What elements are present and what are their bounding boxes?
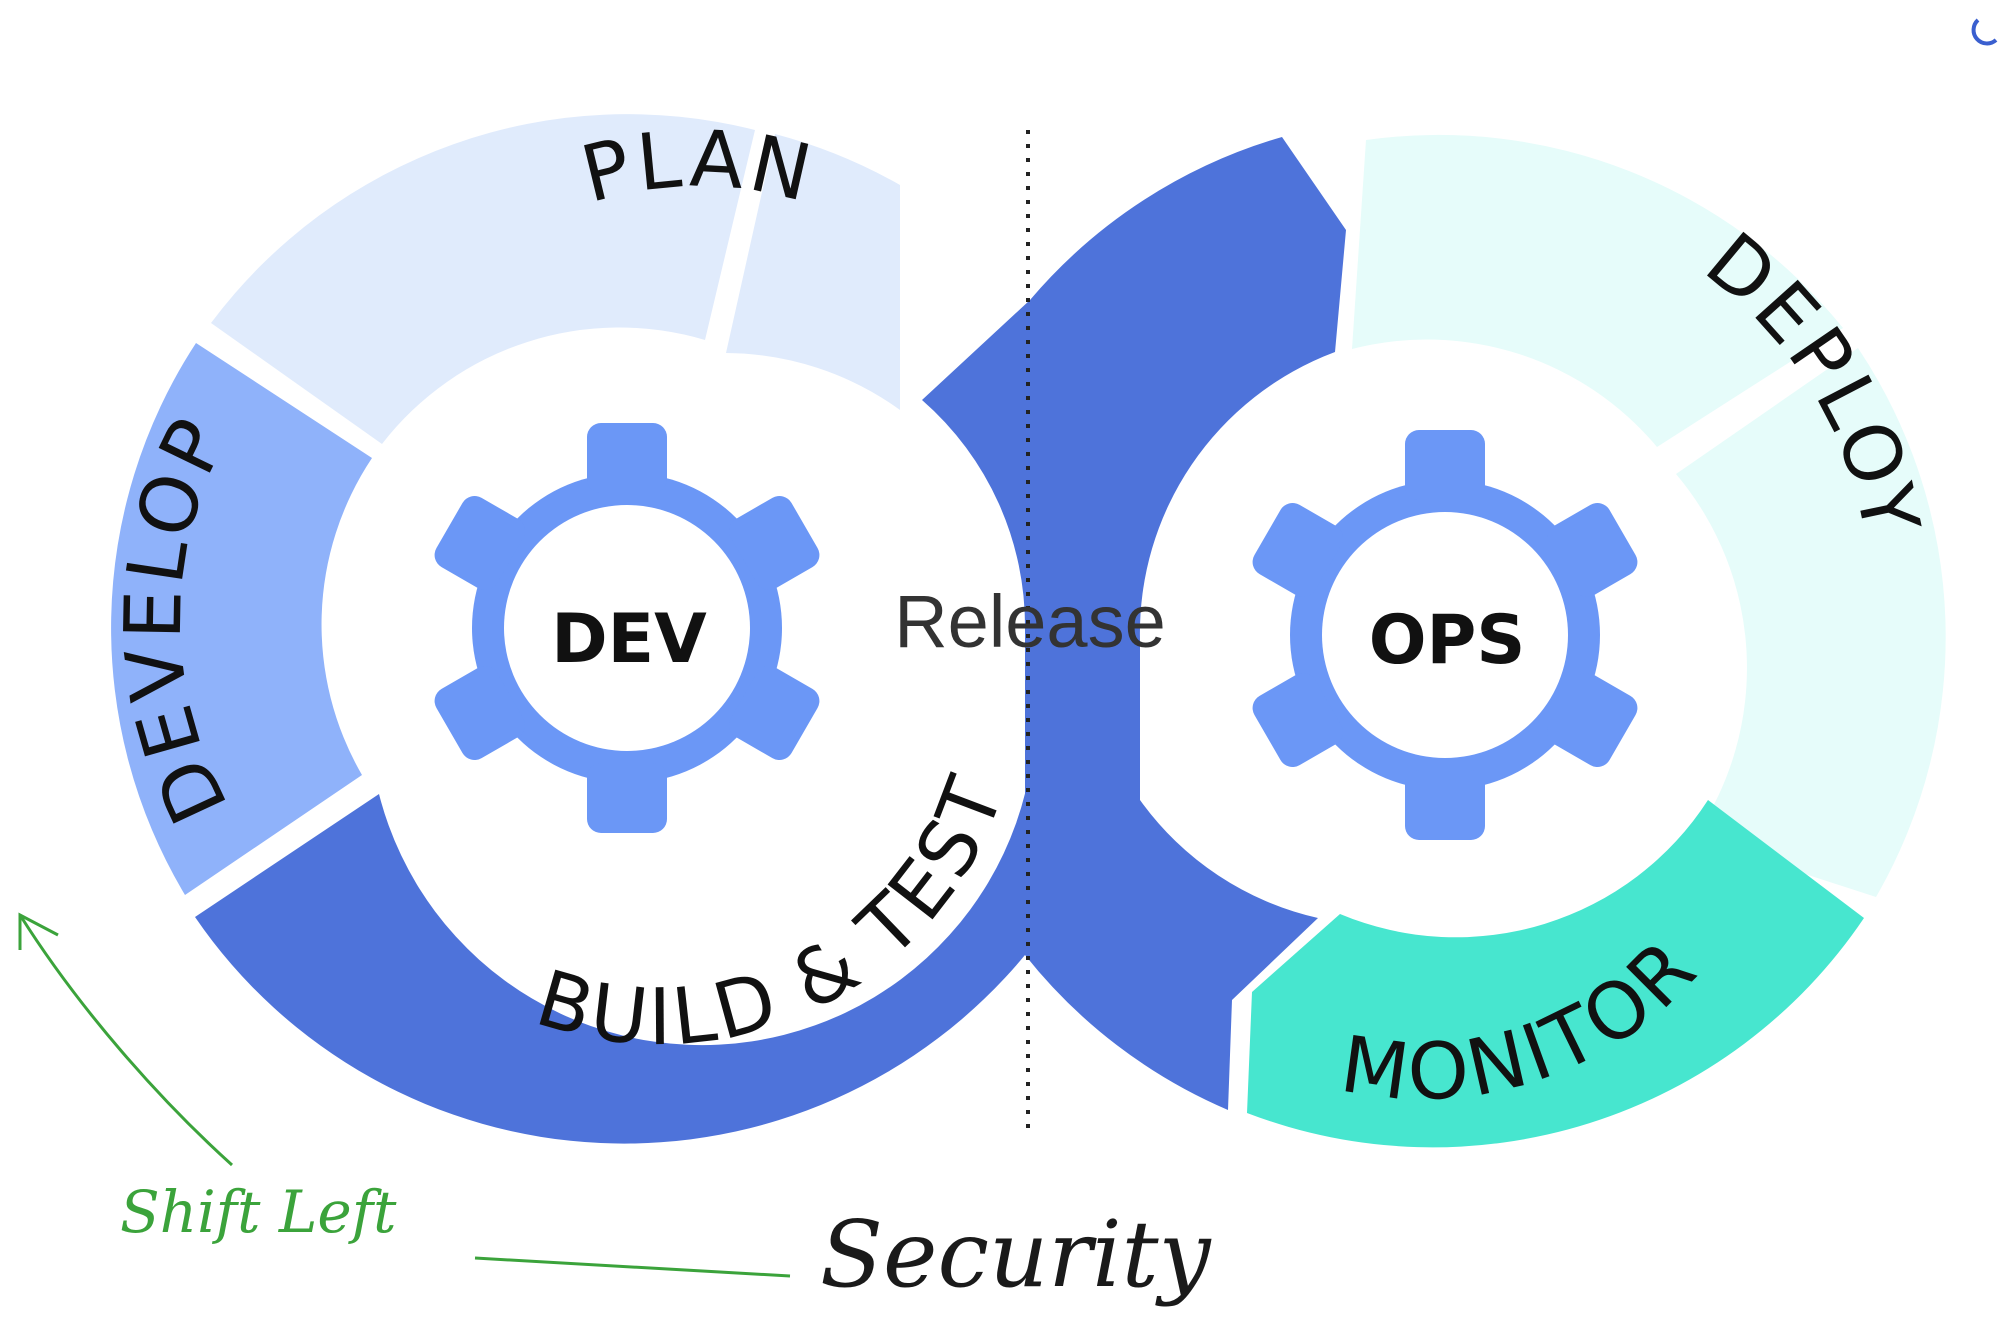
- ops-hub-label: OPS: [1369, 601, 1526, 680]
- plan-segment-right: [726, 134, 900, 410]
- release-label: Release: [894, 580, 1166, 663]
- dev-loop: [111, 114, 1346, 1144]
- plan-label: PLAN: [573, 114, 822, 220]
- shift-left-arrow: [18, 914, 234, 1167]
- shift-left-arrowhead-icon: [18, 912, 59, 950]
- deploy-segment: [1352, 134, 1843, 448]
- security-connector-line: [474, 1256, 791, 1278]
- security-label: Security: [820, 1201, 1212, 1308]
- deploy-segment-lower: [1676, 348, 1946, 897]
- develop-segment: [111, 343, 372, 895]
- plan-label-text: PLAN: [573, 114, 818, 220]
- shift-left-label: Shift Left: [120, 1178, 397, 1246]
- release-segment: [922, 137, 1346, 1110]
- monitor-segment: [1247, 800, 1864, 1148]
- ops-loop: [1247, 134, 1946, 1148]
- ops-gear-icon: [1252, 430, 1638, 840]
- dev-gear-icon: [434, 423, 820, 833]
- plan-segment: [211, 114, 755, 444]
- corner-mark-icon: [1971, 18, 1998, 46]
- build-test-segment: [195, 630, 1036, 1144]
- dev-hub-label: DEV: [551, 600, 707, 679]
